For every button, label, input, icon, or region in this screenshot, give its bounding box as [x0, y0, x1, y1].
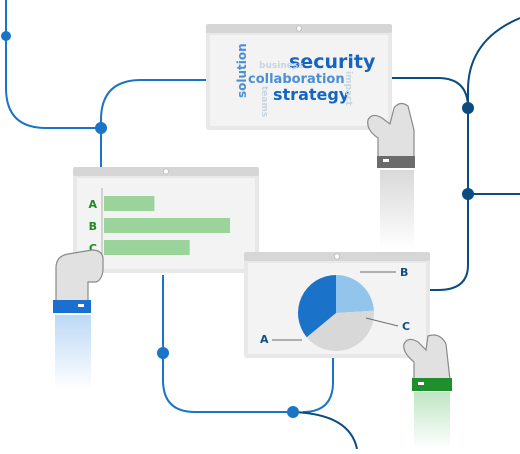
hand-arm-fade [55, 315, 91, 390]
hand [403, 334, 451, 381]
pie-slice-b [336, 275, 374, 313]
pie-slice-a [298, 275, 337, 338]
pie-slice-c [306, 310, 374, 351]
bar-chart-tablet: ABC [73, 167, 259, 273]
cuff-button [418, 382, 424, 385]
bar-a [104, 196, 155, 211]
hand-blue-cuff [53, 249, 104, 390]
bar-b [104, 218, 230, 233]
connector-node [462, 102, 474, 114]
connector-node [157, 347, 169, 359]
camera-icon [295, 25, 302, 32]
bar-c [104, 240, 190, 255]
connector-bar-panel-down [162, 275, 293, 413]
sleeve-cuff [412, 378, 452, 391]
connector-node [1, 31, 11, 41]
word-business: business [259, 61, 304, 71]
connector-node [462, 188, 474, 200]
tablet-screen [210, 35, 388, 126]
pie-leader-line [365, 317, 399, 327]
connector-lines [5, 0, 520, 450]
bar-label: A [88, 198, 97, 211]
word-collaboration: collaboration [248, 72, 345, 87]
connector-bottom-tail [292, 411, 358, 450]
sleeve-cuff [53, 300, 91, 313]
sleeve-cuff [377, 156, 415, 168]
connector-right-vertical [430, 17, 520, 291]
connector-node [287, 406, 299, 418]
cuff-button [383, 159, 389, 162]
cuff-button [78, 304, 84, 307]
hand [367, 102, 415, 161]
bar-label: C [89, 242, 97, 255]
hand [55, 249, 104, 303]
bar-chart-marks: ABC [88, 196, 230, 255]
connector-nodes [1, 31, 474, 418]
pie-label: A [260, 333, 269, 346]
pie-label: C [402, 320, 410, 333]
word-strategy: strategy [273, 85, 350, 104]
camera-icon [333, 253, 340, 260]
connector-top-left [5, 0, 101, 129]
word-security: security [289, 51, 376, 73]
word-cloud-tablet: security collaboration strategy solution… [206, 24, 392, 130]
hand-green-cuff [403, 334, 452, 449]
hand-arm-fade [414, 392, 450, 449]
hand-arm-fade [380, 170, 414, 250]
word-impact: impact [343, 71, 353, 106]
pie-chart-marks [298, 275, 374, 351]
word-solution: solution [235, 43, 249, 98]
pie-label: B [400, 266, 408, 279]
pie-chart-tablet [244, 252, 430, 358]
hand-grey-cuff [367, 102, 415, 250]
camera-icon [162, 168, 169, 175]
connector-left-to-word-cloud [100, 79, 206, 168]
bar-label: B [89, 220, 97, 233]
connector-pie-panel-down [302, 357, 334, 413]
pie-labels: A B C [260, 266, 410, 346]
connector-node [95, 122, 107, 134]
word-teams: teams [259, 86, 269, 117]
